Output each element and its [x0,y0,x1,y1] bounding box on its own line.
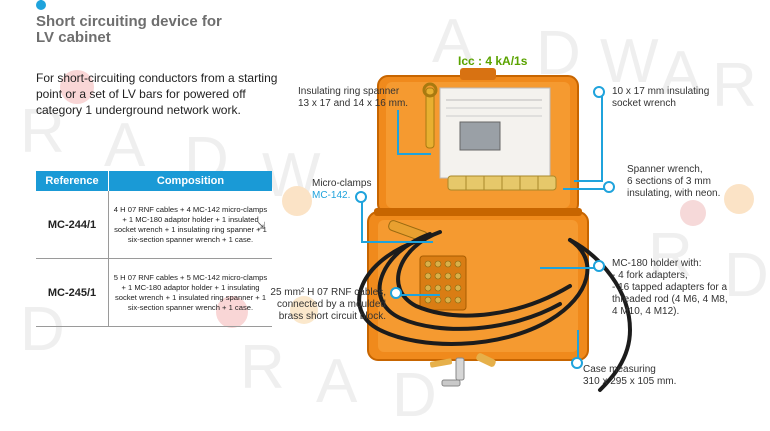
callout-socket-wrench: 10 x 17 mm insulating socket wrench [612,86,710,109]
icc-rating: Icc : 4 kA/1s [458,54,528,68]
leader-line [397,110,399,154]
watermark-dot [724,184,754,214]
composition-cell: 4 H 07 RNF cables + 4 MC-142 micro-clamp… [108,191,272,259]
callout-cables: 25 mm² H 07 RNF cables, connected by a m… [270,287,386,322]
callout-spanner-wrench: Spanner wrench, 6 sections of 3 mm insul… [627,164,721,199]
watermark-dot [680,200,706,226]
watermark-letter: R [712,51,770,120]
callout-marker [571,357,583,369]
table-row: MC-244/1 4 H 07 RNF cables + 4 MC-142 mi… [36,191,272,259]
case-lid [377,68,579,215]
callout-micro-clamps: Micro-clamps MC-142. [312,178,372,201]
watermark-letter: A [104,111,180,180]
callout-marker [593,260,605,272]
table-row: MC-245/1 5 H 07 RNF cables + 5 MC-142 mi… [36,258,272,327]
callout-case: Case measuring 310 x 295 x 105 mm. [583,364,677,387]
watermark-letter: D [724,240,770,311]
column-header-composition: Composition [108,171,272,191]
callout-marker [603,181,615,193]
callout-marker [593,86,605,98]
column-header-reference: Reference [36,171,109,191]
leader-line [398,294,440,296]
watermark-dot [290,296,318,324]
leader-line [361,198,363,242]
product-illustration [357,68,633,392]
watermark-dot [60,70,94,104]
composition-cell: 5 H 07 RNF cables + 5 MC-142 micro-clamp… [108,258,272,327]
mouse-cursor-icon: ⇲ [257,221,266,232]
leader-line [563,188,611,190]
section-title: Short circuiting device for LV cabinet [36,14,276,46]
table-header-row: Reference Composition [36,171,272,191]
watermark-letter: A [432,7,508,76]
watermark-letter: A [660,39,736,108]
callout-marker [355,191,367,203]
leader-line [577,330,579,360]
section-title-line1: Short circuiting device for [36,13,222,30]
watermark-letter: R [20,97,99,166]
callout-marker [390,287,402,299]
reference-table: Reference Composition MC-244/1 4 H 07 RN… [36,171,272,327]
intro-paragraph: For short-circuiting conductors from a s… [36,71,278,117]
section-bullet-icon [36,0,46,10]
watermark-letter: W [600,27,693,96]
callout-insulating-ring-spanner: Insulating ring spanner 13 x 17 and 14 x… [298,86,409,109]
section-title-line2: LV cabinet [36,29,111,46]
callout-mc180-holder: MC-180 holder with: - 4 fork adapters, -… [612,258,728,317]
leader-line [361,241,433,243]
loose-tools [429,353,496,387]
watermark-letter: R [240,333,319,402]
reference-cell: MC-245/1 [36,258,109,327]
reference-cell: MC-244/1 [36,191,109,259]
leader-line [574,180,603,182]
leader-line [540,267,598,269]
leader-line [601,93,603,181]
leader-line [397,153,431,155]
cables [357,230,633,392]
watermark-dot [282,186,312,216]
case-base [367,208,589,361]
watermark-letter: R [648,221,727,290]
